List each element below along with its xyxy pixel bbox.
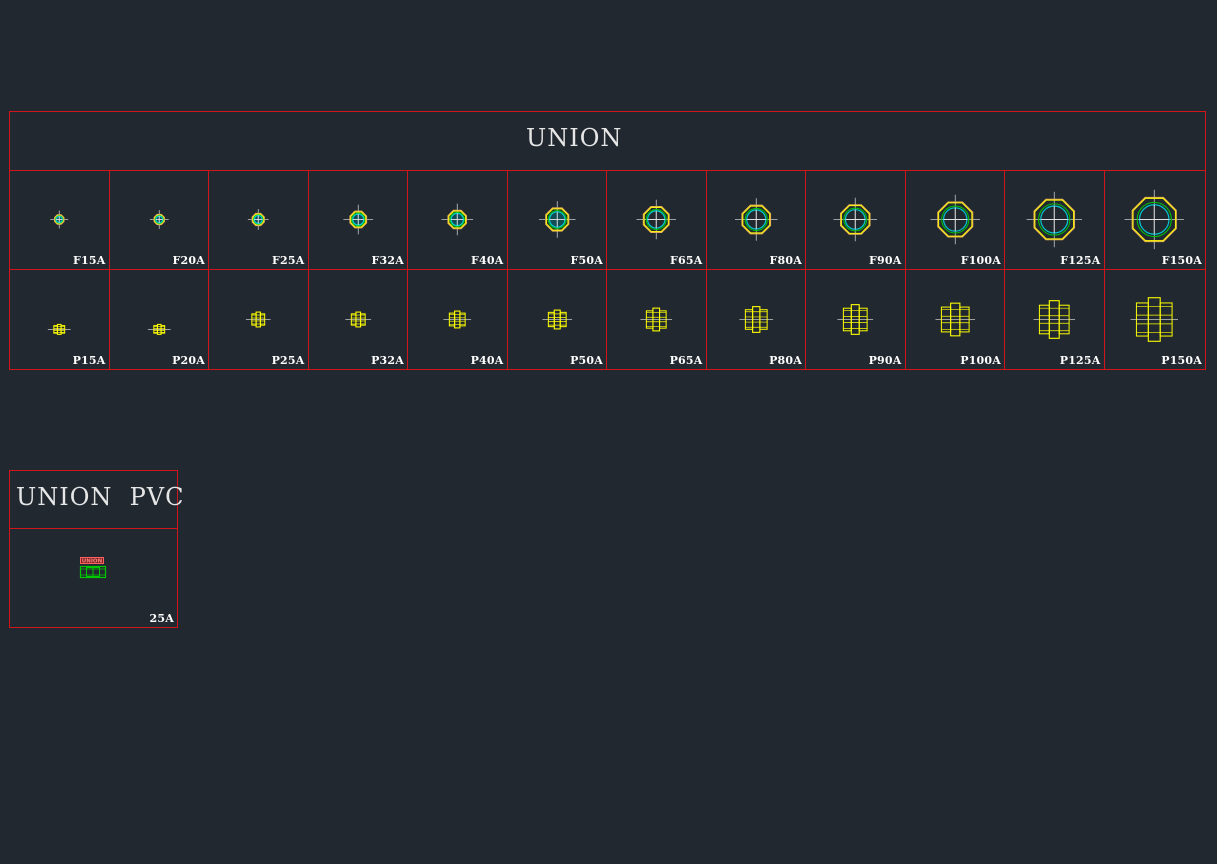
flange-cell-f90a[interactable]: F90A	[806, 170, 906, 270]
flange-cell-label: F80A	[769, 254, 802, 267]
pipe-union-icon	[1129, 297, 1178, 342]
flange-cell-label: F90A	[869, 254, 902, 267]
pipe-cell-p100a[interactable]: P100A	[906, 270, 1005, 369]
pipe-cell-p32a[interactable]: P32A	[309, 270, 408, 369]
flange-cell-label: F65A	[670, 254, 703, 267]
union-title-row: UNION	[10, 112, 1205, 171]
flange-union-icon	[734, 198, 778, 241]
pipe-cell-p50a[interactable]: P50A	[508, 270, 607, 369]
union-pvc-table: UNION PVC UNION 25A	[9, 470, 183, 628]
pipe-union-icon	[47, 323, 71, 335]
flange-union-icon	[247, 209, 269, 230]
union-title: UNION	[526, 124, 623, 152]
pipe-cell-p80a[interactable]: P80A	[707, 270, 806, 369]
flange-cell-label: F25A	[272, 254, 305, 267]
pipe-union-icon	[934, 302, 975, 337]
flange-cell-f50a[interactable]: F50A	[507, 170, 607, 270]
flange-cell-f65a[interactable]: F65A	[607, 170, 707, 270]
pipe-cell-label: P32A	[371, 354, 404, 367]
pipe-cell-label: P65A	[669, 354, 703, 367]
union-pvc-title-row: UNION PVC	[10, 471, 183, 529]
pipe-union-icon	[245, 311, 271, 328]
pipe-union-icon	[837, 304, 874, 335]
pipe-union-icon	[738, 306, 773, 333]
pipe-cell-p125a[interactable]: P125A	[1005, 270, 1105, 369]
pipe-union-icon	[1033, 300, 1076, 339]
union-pvc-title: UNION PVC	[16, 483, 185, 511]
flange-cell-f32a[interactable]: F32A	[308, 170, 408, 270]
flange-cell-label: F125A	[1060, 254, 1101, 267]
flange-cell-f125a[interactable]: F125A	[1005, 170, 1105, 270]
pipe-union-icon	[344, 311, 371, 328]
pipe-row: P15A P20A P25A P32A P40A P50A P65A P80A P90A P100…	[10, 270, 1205, 369]
flange-cell-f20a[interactable]: F20A	[109, 170, 209, 270]
flange-cell-label: F32A	[371, 254, 404, 267]
pipe-union-icon	[147, 323, 171, 335]
flange-cell-f80a[interactable]: F80A	[706, 170, 806, 270]
pipe-cell-label: P25A	[271, 354, 305, 367]
flange-cell-label: F50A	[570, 254, 603, 267]
flange-cell-f25a[interactable]: F25A	[209, 170, 309, 270]
flange-cell-label: F40A	[471, 254, 504, 267]
flange-cell-f100a[interactable]: F100A	[905, 170, 1005, 270]
flange-union-icon	[930, 194, 980, 245]
flange-union-icon	[50, 210, 69, 229]
flange-union-icon	[538, 201, 576, 238]
flange-cell-label: F150A	[1161, 254, 1202, 267]
flange-row: F15A F20A F25A F32A F40A F50A F65A F80A F90A F100…	[10, 170, 1205, 270]
pipe-cell-label: P20A	[172, 354, 205, 367]
pvc-union-icon: UNION	[79, 557, 107, 579]
pipe-cell-label: P150A	[1161, 354, 1202, 367]
flange-union-icon	[1124, 189, 1184, 250]
flange-union-icon	[441, 203, 474, 236]
pipe-cell-p15a[interactable]: P15A	[10, 270, 110, 369]
flange-cell-label: F20A	[172, 254, 205, 267]
pipe-cell-p90a[interactable]: P90A	[806, 270, 906, 369]
flange-union-icon	[636, 199, 677, 240]
pvc-cell-25a[interactable]: UNION 25A	[10, 528, 177, 627]
pvc-union-tag: UNION	[82, 558, 103, 564]
union-table: UNION F15A F20A F25A F32A F40A F50A F65A F80A F9…	[9, 111, 1206, 370]
pipe-cell-p150a[interactable]: P150A	[1105, 270, 1206, 369]
pipe-cell-label: P15A	[72, 354, 106, 367]
flange-cell-label: F100A	[960, 254, 1001, 267]
flange-union-icon	[1026, 191, 1082, 248]
pipe-cell-label: P90A	[868, 354, 902, 367]
pipe-union-icon	[443, 310, 472, 329]
pipe-cell-p20a[interactable]: P20A	[110, 270, 209, 369]
flange-union-icon	[149, 210, 169, 229]
pipe-cell-label: P40A	[470, 354, 504, 367]
flange-cell-f15a[interactable]: F15A	[10, 170, 110, 270]
flange-cell-f150a[interactable]: F150A	[1104, 170, 1205, 270]
pipe-cell-label: P80A	[769, 354, 802, 367]
pipe-cell-p65a[interactable]: P65A	[607, 270, 707, 369]
pipe-cell-label: P50A	[570, 354, 603, 367]
pipe-cell-p40a[interactable]: P40A	[408, 270, 508, 369]
pipe-cell-p25a[interactable]: P25A	[209, 270, 309, 369]
flange-cell-f40a[interactable]: F40A	[408, 170, 508, 270]
pipe-cell-label: P100A	[960, 354, 1001, 367]
flange-cell-label: F15A	[73, 254, 106, 267]
flange-union-icon	[833, 197, 878, 242]
pvc-cell-label: 25A	[149, 612, 174, 625]
pipe-union-icon	[640, 307, 673, 332]
flange-union-icon	[342, 204, 373, 235]
pipe-union-icon	[541, 309, 572, 330]
pipe-cell-label: P125A	[1059, 354, 1101, 367]
